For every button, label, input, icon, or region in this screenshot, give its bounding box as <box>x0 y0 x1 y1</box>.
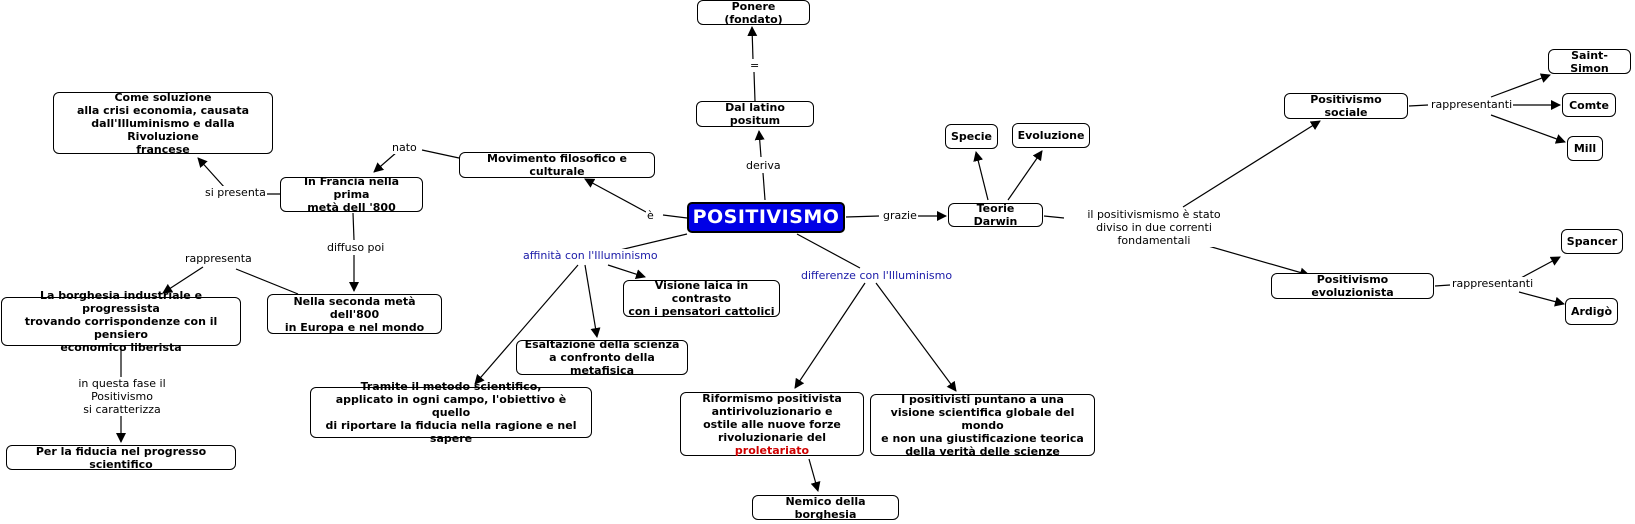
edge-main-e <box>662 214 688 219</box>
link-label-grazie: grazie <box>882 209 918 222</box>
edge-main-grazie <box>845 215 880 218</box>
edge-darwin-evoluzione <box>1007 150 1043 201</box>
link-label-rappresentanti-2: rappresentanti <box>1451 277 1535 290</box>
edge-main-differenze <box>796 233 861 269</box>
edge-rapp2-spancer <box>1518 256 1561 280</box>
node-specie[interactable]: Specie <box>945 124 998 149</box>
edge-e-movimento <box>584 178 647 213</box>
edge-main-deriva <box>762 172 766 201</box>
link-label-differenze: differenze con l'Illuminismo <box>800 269 954 282</box>
edge-riformismo-nemico <box>808 458 821 492</box>
edge-affinita-esaltazione <box>584 264 601 338</box>
edge-affinita-visione <box>607 264 646 279</box>
link-label-rappresenta: rappresenta <box>184 252 253 265</box>
edge-diviso-sociale <box>1182 120 1321 208</box>
link-label-rappresentanti-1: rappresentanti <box>1430 98 1514 111</box>
link-label-diviso: il positivismismo è stato diviso in due … <box>1064 208 1244 247</box>
node-francia[interactable]: In Francia nella prima metà dell '800 <box>280 175 423 214</box>
node-fiducia[interactable]: Per la fiducia nel progresso scientifico <box>6 445 236 471</box>
edge-differenze-riformismo <box>794 282 866 389</box>
edge-sipresenta-soluzione <box>197 157 226 189</box>
node-ponere[interactable]: Ponere (fondato) <box>697 0 810 26</box>
edge-main-affinita <box>619 233 688 251</box>
edge-uguale-ponere <box>747 26 758 61</box>
edge-seconda-rappresenta <box>235 268 299 295</box>
edge-differenze-positivisti <box>875 282 957 392</box>
edge-affinita-metodo <box>474 264 579 385</box>
node-visione-laica[interactable]: Visione laica in contrasto con i pensato… <box>623 279 780 318</box>
node-evoluzione[interactable]: Evoluzione <box>1012 123 1090 148</box>
node-positivismo-evoluzionista[interactable]: Positivismo evoluzionista <box>1271 273 1434 299</box>
edge-rapp1-saintsimon <box>1490 73 1551 98</box>
link-label-in-questa-fase: in questa fase il Positivismo si caratte… <box>50 377 194 416</box>
node-mill[interactable]: Mill <box>1567 136 1603 161</box>
node-borghesia[interactable]: La borghesia industriale e progressista … <box>1 289 241 354</box>
node-teorie-darwin[interactable]: Teorie Darwin <box>948 202 1043 228</box>
edge-nato-francia <box>373 151 398 173</box>
edge-rapp2-ardigo <box>1518 291 1565 307</box>
node-come-soluzione[interactable]: Come soluzione alla crisi economia, caus… <box>53 91 273 156</box>
link-label-uguale: = <box>749 59 761 72</box>
edge-darwin-diviso <box>1043 215 1065 219</box>
edge-evoluzionista-rapp2 <box>1434 284 1451 287</box>
link-label-nato: nato <box>391 141 418 154</box>
edge-rapp1-mill <box>1490 114 1566 144</box>
node-positivisti[interactable]: I positivisti puntano a una visione scie… <box>870 393 1095 458</box>
link-label-si-presenta: si presenta <box>204 186 267 199</box>
node-movimento[interactable]: Movimento filosofico e culturale <box>459 152 655 178</box>
node-spancer[interactable]: Spancer <box>1561 229 1623 254</box>
riformismo-highlight: proletariato <box>734 443 810 457</box>
node-nemico[interactable]: Nemico della borghesia <box>752 495 899 521</box>
edge-francia-diffuso <box>352 212 355 241</box>
edge-rappresenta-borghesia <box>162 266 204 294</box>
riformismo-main-text: Riformismo positivista antirivoluzionari… <box>702 391 842 444</box>
edge-darwin-specie <box>973 151 989 201</box>
node-saint-simon[interactable]: Saint-Simon <box>1548 49 1631 75</box>
edge-sociale-rapp1 <box>1408 104 1429 107</box>
node-positivismo-sociale[interactable]: Positivismo sociale <box>1284 93 1408 119</box>
node-dal-latino[interactable]: Dal latino positum <box>696 101 814 127</box>
riformismo-text: Riformismo positivista antirivoluzionari… <box>685 392 859 457</box>
link-label-diffuso-poi: diffuso poi <box>326 241 386 254</box>
node-ardigo[interactable]: Ardigò <box>1565 298 1618 325</box>
node-positivismo[interactable]: POSITIVISMO <box>687 202 845 233</box>
edge-movimento-nato <box>421 149 460 159</box>
link-label-deriva: deriva <box>745 159 782 172</box>
link-label-affinita: affinità con l'Illuminismo <box>522 249 659 262</box>
node-comte[interactable]: Comte <box>1562 93 1616 117</box>
edge-deriva-latino <box>754 130 765 158</box>
link-label-e: è <box>646 209 655 222</box>
node-esaltazione[interactable]: Esaltazione della scienza a confronto de… <box>516 338 688 377</box>
node-seconda-meta[interactable]: Nella seconda metà dell'800 in Europa e … <box>267 294 442 334</box>
edge-latino-uguale <box>753 71 756 102</box>
node-metodo[interactable]: Tramite il metodo scientifico, applicato… <box>310 380 592 445</box>
node-riformismo[interactable]: Riformismo positivista antirivoluzionari… <box>680 392 864 457</box>
